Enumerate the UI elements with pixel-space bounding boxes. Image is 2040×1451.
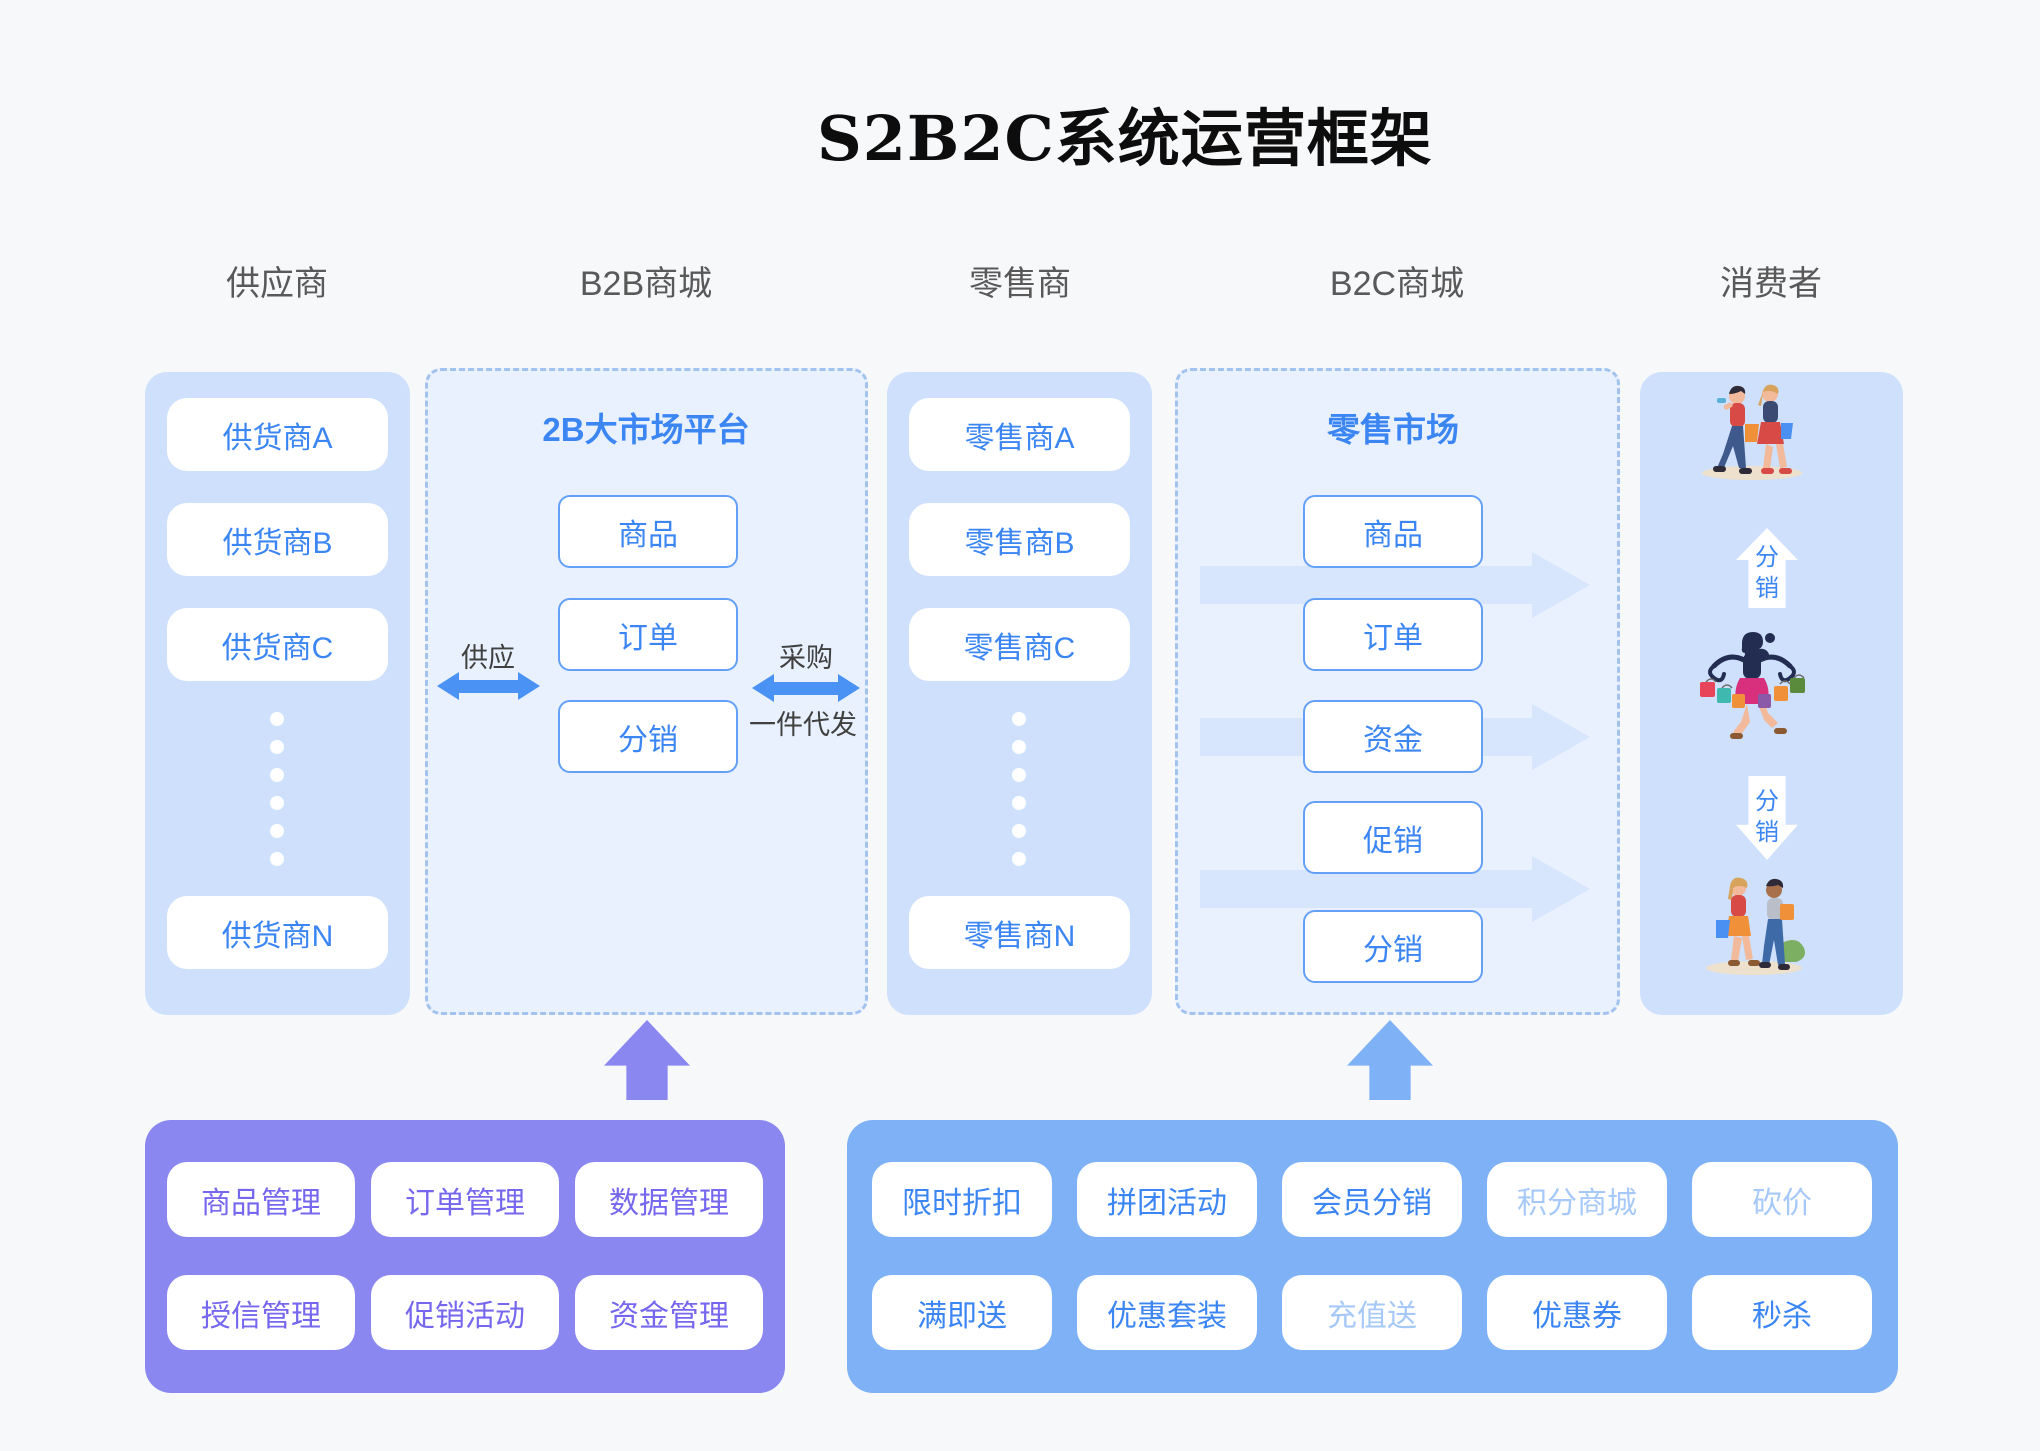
purchase-label: 采购 bbox=[779, 643, 833, 673]
retailer-a-pill: 零售商A bbox=[909, 398, 1130, 471]
goods-management-pill: 商品管理 bbox=[167, 1162, 355, 1237]
distribution-arrow-down-label: 分销 bbox=[1755, 788, 1779, 846]
b2b-module-distribution: 分销 bbox=[558, 700, 738, 773]
order-management-pill: 订单管理 bbox=[371, 1162, 559, 1237]
b2b-platform-title: 2B大市场平台 bbox=[542, 411, 750, 448]
recharge-gift-pill: 充值送 bbox=[1282, 1275, 1462, 1350]
distribution-arrow-up-label: 分销 bbox=[1755, 544, 1779, 602]
flash-discount-pill: 限时折扣 bbox=[872, 1162, 1052, 1237]
purchase-double-arrow-icon bbox=[752, 674, 860, 702]
retailer-b-pill: 零售商B bbox=[909, 503, 1130, 576]
member-distribution-pill: 会员分销 bbox=[1282, 1162, 1462, 1237]
dropship-label: 一件代发 bbox=[749, 710, 857, 740]
b2c-marketing-arrow-up-icon bbox=[1347, 1020, 1433, 1100]
gift-over-amount-pill: 满即送 bbox=[872, 1275, 1052, 1350]
header-b2b-mall: B2B商城 bbox=[579, 265, 713, 303]
b2c-module-orders: 订单 bbox=[1303, 598, 1483, 671]
b2c-module-goods: 商品 bbox=[1303, 495, 1483, 568]
retailer-c-pill: 零售商C bbox=[909, 608, 1130, 681]
consumers-illustration-bottom bbox=[1706, 877, 1805, 975]
points-mall-pill: 积分商城 bbox=[1487, 1162, 1667, 1237]
consumers-illustration-top bbox=[1702, 384, 1802, 480]
b2c-module-funds: 资金 bbox=[1303, 700, 1483, 773]
header-supplier: 供应商 bbox=[226, 265, 328, 303]
seckill-pill: 秒杀 bbox=[1692, 1275, 1872, 1350]
flow-arrow-1-icon bbox=[1200, 552, 1590, 618]
group-buy-pill: 拼团活动 bbox=[1077, 1162, 1257, 1237]
promotion-activity-pill: 促销活动 bbox=[371, 1275, 559, 1350]
consumers-illustration-middle bbox=[1700, 632, 1805, 739]
b2c-marketing-panel bbox=[847, 1120, 1898, 1393]
supplier-b-pill: 供货商B bbox=[167, 503, 388, 576]
page-title: S2B2C系统运营框架 bbox=[817, 102, 1433, 175]
b2b-backend-arrow-up-icon bbox=[604, 1020, 690, 1100]
header-retailer: 零售商 bbox=[969, 265, 1071, 303]
b2b-module-goods: 商品 bbox=[558, 495, 738, 568]
b2c-module-promotion: 促销 bbox=[1303, 801, 1483, 874]
supply-double-arrow-icon bbox=[437, 672, 540, 700]
bargain-pill: 砍价 bbox=[1692, 1162, 1872, 1237]
retailer-n-pill: 零售商N bbox=[909, 896, 1130, 969]
b2b-module-orders: 订单 bbox=[558, 598, 738, 671]
data-management-pill: 数据管理 bbox=[575, 1162, 763, 1237]
supplier-c-pill: 供货商C bbox=[167, 608, 388, 681]
supplier-n-pill: 供货商N bbox=[167, 896, 388, 969]
discount-bundle-pill: 优惠套装 bbox=[1077, 1275, 1257, 1350]
b2c-module-distribution: 分销 bbox=[1303, 910, 1483, 983]
coupon-pill: 优惠券 bbox=[1487, 1275, 1667, 1350]
header-consumer: 消费者 bbox=[1720, 265, 1822, 303]
header-b2c-mall: B2C商城 bbox=[1329, 265, 1465, 303]
flow-arrow-3-icon bbox=[1200, 856, 1590, 922]
supply-label: 供应 bbox=[461, 643, 515, 673]
funds-management-pill: 资金管理 bbox=[575, 1275, 763, 1350]
supplier-a-pill: 供货商A bbox=[167, 398, 388, 471]
credit-management-pill: 授信管理 bbox=[167, 1275, 355, 1350]
b2c-market-title: 零售市场 bbox=[1327, 411, 1459, 448]
b2b-backend-panel bbox=[145, 1120, 785, 1393]
